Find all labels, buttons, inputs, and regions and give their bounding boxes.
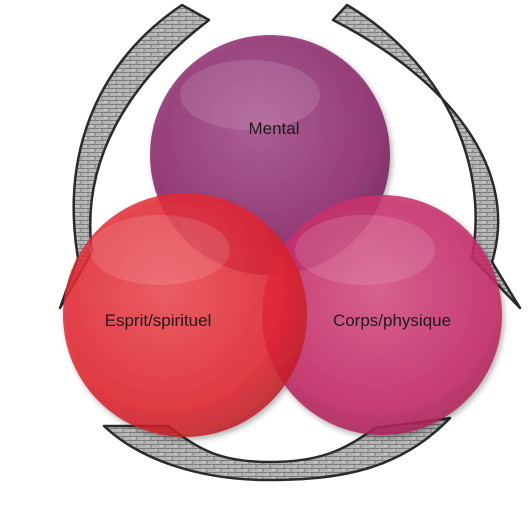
label-mental: Mental [248, 119, 299, 138]
arrow-bottom [102, 416, 452, 482]
circle-esprit-spirituel [63, 193, 307, 437]
arrow-right-top [331, 3, 522, 310]
label-corps-physique: Corps/physique [333, 311, 451, 330]
venn-circles [63, 35, 502, 437]
circle-corps-physique [262, 195, 502, 435]
label-esprit-spirituel: Esprit/spirituel [105, 311, 212, 330]
circle-highlights [90, 60, 435, 285]
